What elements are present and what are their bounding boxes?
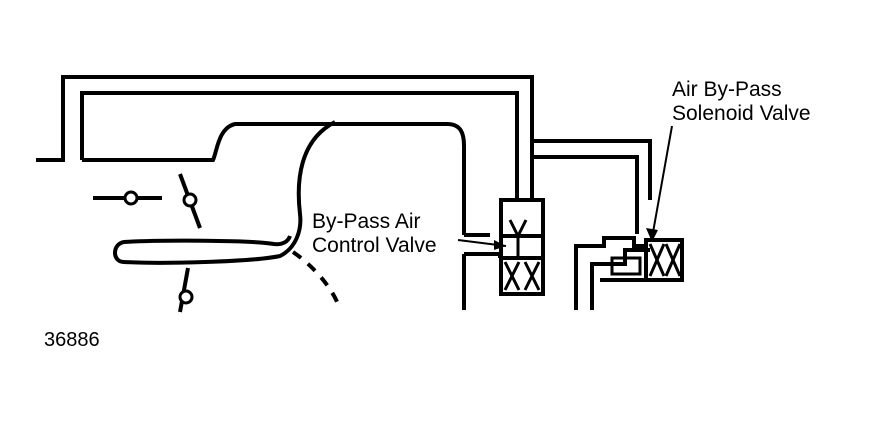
solenoid-valve-arrowhead: [646, 228, 658, 242]
bypass-air-control-valve-body: [499, 198, 545, 296]
figure-number: 36886: [44, 329, 100, 351]
solenoid-housing: [574, 236, 648, 310]
solenoid-x2: [664, 243, 682, 277]
throttle-pivot-upper: [123, 190, 139, 206]
bypass-valve-stem: [508, 219, 528, 258]
throttle-body-outline: [82, 122, 466, 235]
bypass-valve-x1: [503, 261, 521, 291]
lower-duct-left: [462, 233, 502, 310]
intake-duct-inner: [80, 91, 519, 200]
solenoid-valve-label-line1: Air By-Pass: [672, 78, 782, 101]
control-valve-label-line1: By-Pass Air: [312, 210, 421, 233]
bypass-valve-x2: [523, 261, 541, 291]
solenoid-plunger: [610, 256, 642, 276]
solenoid-valve-label-line2: Solenoid Valve: [672, 102, 811, 125]
solenoid-valve-leader: [651, 125, 673, 239]
bypass-channel: [113, 120, 336, 265]
solenoid-hose-inner: [532, 155, 639, 234]
intake-duct-outer: [36, 75, 534, 200]
control-valve-arrowhead: [494, 240, 506, 250]
solenoid-x1: [648, 243, 666, 277]
control-valve-label-line2: Control Valve: [312, 234, 437, 257]
throttle-pivot-lower: [178, 289, 194, 305]
throttle-pivot-plate: [182, 192, 198, 208]
throttle-bore-dashed: [291, 250, 340, 305]
air-bypass-solenoid-valve-body: [644, 238, 684, 282]
solenoid-port: [590, 248, 650, 310]
solenoid-hose-outer: [532, 139, 652, 200]
